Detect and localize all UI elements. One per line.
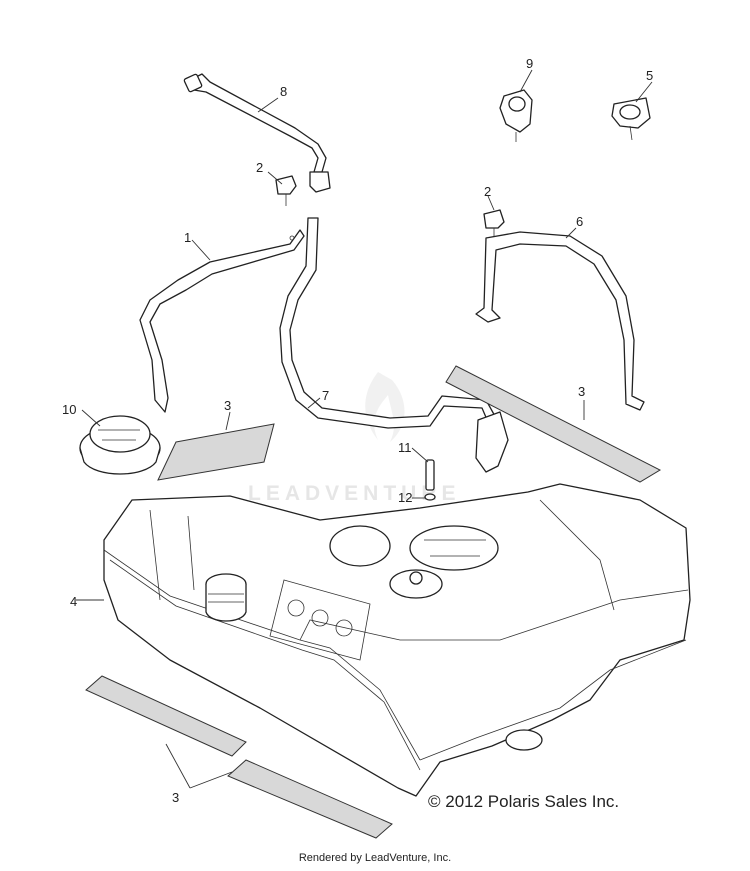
clip-part-9[interactable] [499,89,533,142]
callout-9: 9 [526,56,533,71]
callout-11: 11 [398,440,412,455]
callout-3-center: 3 [224,398,231,413]
o-ring-part-12[interactable] [424,493,436,501]
watermark-flame-icon [365,372,405,442]
copyright-notice: © 2012 Polaris Sales Inc. [428,792,620,811]
pad-part-3-right[interactable] [445,365,662,483]
tank-strap-part-1[interactable] [139,229,305,413]
leadventure-watermark: LEADVENTURE [248,482,461,505]
tank-strap-part-6[interactable] [475,231,645,411]
callout-2-right: 2 [484,184,491,199]
callout-6: 6 [576,214,583,229]
callout-4: 4 [70,594,77,609]
callout-2-left: 2 [256,160,263,175]
pad-part-3-lower-left[interactable] [85,675,247,757]
bolt-part-2-left[interactable] [275,175,297,206]
pad-part-3-center[interactable] [157,423,275,481]
callout-5: 5 [646,68,653,83]
callout-10: 10 [62,402,76,417]
clip-part-5[interactable] [611,97,651,141]
callout-8: 8 [280,84,287,99]
callout-3-lower: 3 [172,790,179,805]
callout-7: 7 [322,388,329,403]
callout-1: 1 [184,230,191,245]
callout-12: 12 [398,490,412,505]
rendered-by-footer: Rendered by LeadVenture, Inc. [298,852,452,864]
fuel-line-part-7[interactable] [279,217,509,473]
fuel-cap-part-10[interactable] [79,415,161,475]
tube-part-11[interactable] [425,459,435,491]
fuel-tank-part-4[interactable] [103,483,691,797]
leader-lines [76,69,653,789]
vent-hose-part-8[interactable] [183,73,331,193]
callout-3-right: 3 [578,384,585,399]
pad-part-3-lower-right[interactable] [227,759,393,839]
